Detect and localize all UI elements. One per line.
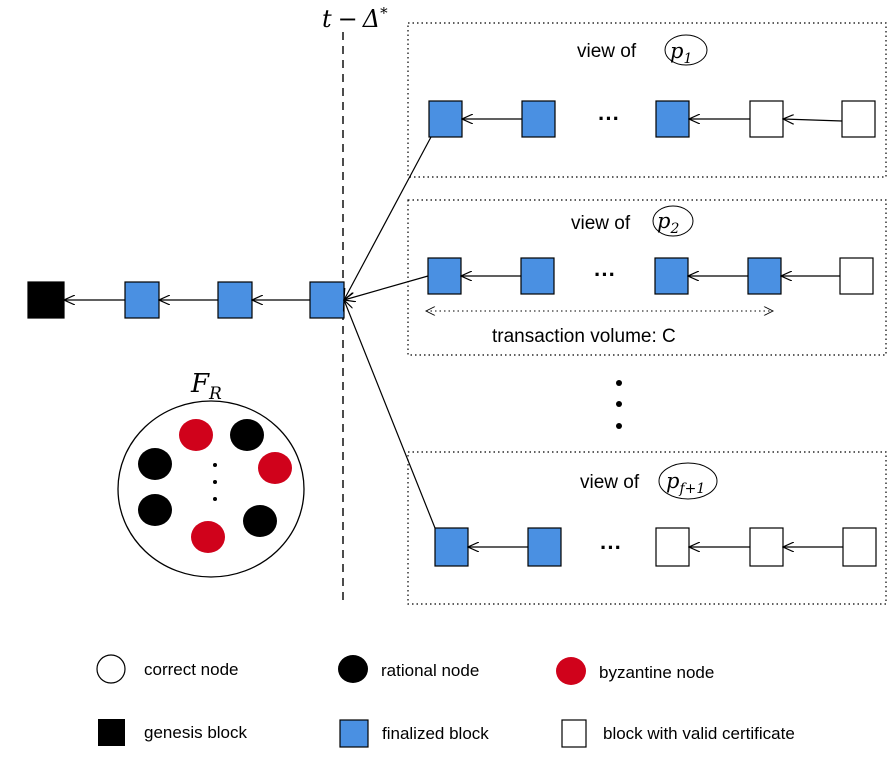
fork-link-1 <box>344 136 432 300</box>
committee: FR <box>117 369 305 578</box>
view-box <box>407 451 887 605</box>
view-node-label: p1 <box>670 39 692 67</box>
cutoff-label: t−Δ* <box>322 4 388 33</box>
genesis-block-swatch <box>98 719 125 746</box>
rational-node <box>230 419 264 451</box>
legend-finalized-block: finalized block <box>382 724 489 743</box>
chain-link <box>783 119 843 121</box>
view-title: view of <box>577 41 637 62</box>
view-node-label: p2 <box>657 209 679 237</box>
node-circle <box>658 462 718 500</box>
correct-node-swatch <box>96 654 126 684</box>
view-box <box>407 22 887 178</box>
certified-block <box>655 527 690 567</box>
byzantine-node <box>179 419 213 451</box>
legend-genesis-block: genesis block <box>144 723 248 742</box>
certified-block-swatch <box>561 719 587 748</box>
finalized-block <box>427 257 462 295</box>
rational-node-swatch <box>338 655 368 683</box>
legend-byzantine-node: byzantine node <box>599 663 714 682</box>
finalized-block <box>655 100 690 138</box>
ellipsis: ··· <box>600 535 622 560</box>
finalized-block <box>527 527 562 567</box>
finalized-block <box>520 257 555 295</box>
node-circle <box>664 34 708 66</box>
legend: correct node rational node byzantine nod… <box>96 654 795 748</box>
byzantine-node <box>191 521 225 553</box>
certified-block <box>842 527 877 567</box>
view-node-label: pf+1 <box>666 469 705 497</box>
node-circle <box>652 205 694 237</box>
genesis-block <box>27 281 65 319</box>
certified-block <box>749 527 784 567</box>
certified-block <box>839 257 874 295</box>
main-chain <box>27 281 345 319</box>
certified-block <box>841 100 876 138</box>
finalized-block <box>747 257 782 295</box>
rational-node <box>243 505 277 537</box>
finalized-block <box>434 527 469 567</box>
view-title: view of <box>571 213 631 234</box>
view-box <box>407 199 887 356</box>
transaction-volume-label: transaction volume: C <box>492 326 676 347</box>
view-p1: view of p1 ··· <box>407 22 887 178</box>
finalized-block <box>309 281 345 319</box>
committee-label: FR <box>190 369 222 404</box>
rational-node <box>138 448 172 480</box>
ellipsis: ··· <box>598 106 620 131</box>
finalized-block <box>428 100 463 138</box>
view-title: view of <box>580 472 640 493</box>
byzantine-node <box>258 452 292 484</box>
fork-link-2 <box>344 275 429 300</box>
view-p2: view of p2 ··· transaction volume: C <box>407 199 887 356</box>
legend-correct-node: correct node <box>144 660 239 679</box>
rational-node <box>138 494 172 526</box>
finalized-block <box>124 281 160 319</box>
fork-link-3 <box>344 300 436 529</box>
certified-block <box>749 100 784 138</box>
legend-certified-block: block with valid certificate <box>603 724 795 743</box>
view-pf1: view of pf+1 ··· <box>407 451 887 605</box>
legend-rational-node: rational node <box>381 661 479 680</box>
ellipsis: ··· <box>594 262 616 287</box>
finalized-block <box>654 257 689 295</box>
byzantine-node-swatch <box>556 657 586 685</box>
finalized-block <box>521 100 556 138</box>
vertical-ellipsis <box>616 380 622 429</box>
finalized-block-swatch <box>339 719 369 748</box>
finalized-block <box>217 281 253 319</box>
